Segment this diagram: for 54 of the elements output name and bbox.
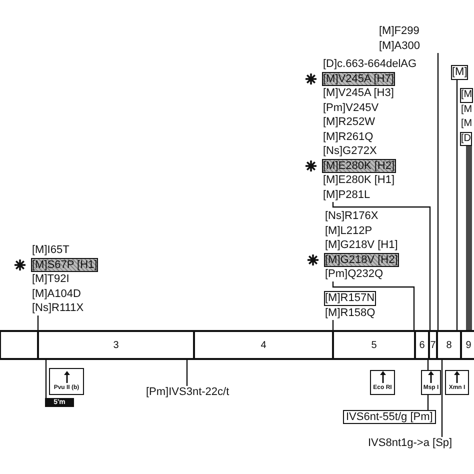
leader-line <box>332 282 415 330</box>
restriction-site-box <box>445 370 469 395</box>
leader-line <box>186 360 188 386</box>
exon-segment: 8 <box>437 330 461 360</box>
mutation-label: [Ns]R111X <box>31 301 85 316</box>
mutation-label: IVS8nt1g->a [Sp] <box>368 437 452 449</box>
mutation-label: [Pm]Q232Q <box>324 267 384 282</box>
mutation-label: [M]T92I <box>31 272 70 286</box>
mutation-label: [D]c.663-664delAG <box>322 57 418 72</box>
mutation-label: [M]E280K [H1] <box>322 173 396 188</box>
mutation-label: [M]G218V [H2] <box>324 252 399 267</box>
mutation-label: [Pm]V245V <box>322 100 380 115</box>
exon-segment <box>0 330 38 360</box>
exon-segment: 5 <box>333 330 415 360</box>
mutation-box: IVS6nt-55t/g [Pm] <box>343 410 436 424</box>
mutation-label: [M]V245A [H7] <box>322 72 395 86</box>
exon-segment: 9 <box>461 330 474 360</box>
mutation-label: [M]P281L <box>322 188 372 202</box>
mutation-label: [Ns]R176X <box>324 209 380 224</box>
mutation-label: [M]L212P <box>324 224 374 238</box>
leader-line <box>332 320 334 330</box>
exon-segment: 6 <box>415 330 429 360</box>
mutation-label: [Pm]IVS3nt-22c/t <box>146 386 230 398</box>
leader-line <box>45 360 47 398</box>
marker-bar <box>466 146 472 330</box>
restriction-site-box <box>49 368 84 395</box>
exon-segment: 7 <box>429 330 437 360</box>
mutation-label: [M] <box>451 65 468 80</box>
mutation-label: [M]V245A [H3] <box>322 86 395 100</box>
mutation-label: [M]R158Q <box>324 306 376 320</box>
mutation-label: [M]R261Q <box>322 130 374 144</box>
exon-segment: 3 <box>38 330 194 360</box>
mutation-label: [M]G218V [H1] <box>324 238 399 252</box>
leader-line <box>437 53 439 330</box>
mutation-label: [M]S67P [H1] <box>31 258 98 272</box>
mutation-label: [M]A104D <box>31 286 82 301</box>
mutation-label: [Ns]G272X <box>322 144 378 158</box>
restriction-site-box <box>421 370 441 395</box>
mutation-label: [M <box>460 117 474 131</box>
mutation-label: [M]E280K [H2] <box>322 158 396 173</box>
mutation-label: [M <box>460 102 474 116</box>
mutation-label: [M <box>460 88 474 102</box>
mutation-label: [M]I65T <box>31 243 70 258</box>
leader-line <box>332 202 431 330</box>
mutation-label: [M]F299 <box>378 24 420 38</box>
exon-segment: 4 <box>194 330 333 360</box>
leader-line <box>37 316 39 330</box>
mutation-label: [D <box>460 132 472 146</box>
mutation-label: [M]R252W <box>322 115 376 130</box>
mutation-label: [M]R157N <box>324 291 376 306</box>
mutation-label: [M]A300 <box>378 38 421 53</box>
leader-line <box>441 360 443 437</box>
restriction-site-box <box>370 370 395 395</box>
leader-line <box>456 80 458 330</box>
